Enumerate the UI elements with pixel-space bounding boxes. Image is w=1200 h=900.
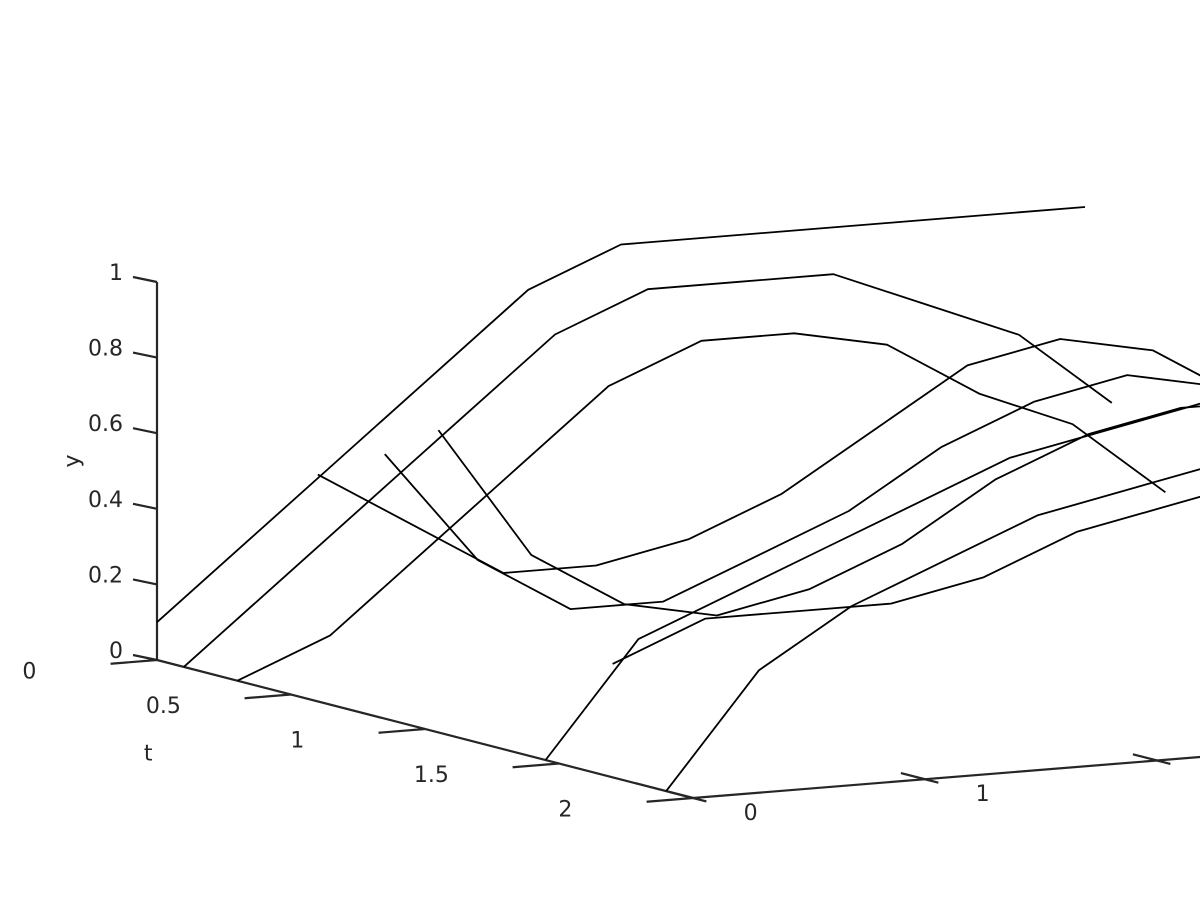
- t-tick-label: 0.5: [146, 694, 181, 719]
- t-tick-label: 1: [290, 728, 304, 753]
- y-tick-label: 0.6: [88, 412, 123, 437]
- series-line: [665, 468, 1200, 792]
- y-tick-label: 0.4: [88, 488, 123, 513]
- series-line: [544, 402, 1200, 761]
- t-tick: [512, 762, 560, 769]
- y-tick: [132, 578, 158, 586]
- x-tick: [1132, 753, 1158, 762]
- x-tick-label: 1: [976, 782, 990, 807]
- x-tick-outer: [692, 796, 707, 803]
- t-tick: [646, 796, 694, 803]
- x-tick-outer: [924, 778, 939, 784]
- y-tick: [132, 653, 158, 662]
- series-line: [384, 374, 1200, 610]
- x-tick: [900, 771, 926, 781]
- y-tick: [132, 275, 158, 284]
- series-line: [183, 273, 1113, 668]
- t-tick: [244, 693, 292, 700]
- t-tick-label: 1.5: [414, 763, 449, 788]
- t-axis-label: t: [144, 742, 153, 767]
- tick-labels: 00.511.520123400.20.40.60.81: [22, 261, 990, 826]
- series-line: [612, 495, 1200, 665]
- y-tick-label: 0.8: [88, 337, 123, 362]
- x-tick-label: 0: [744, 801, 758, 826]
- y-tick: [132, 427, 158, 435]
- y-axis-label: y: [60, 454, 85, 467]
- series-lines: [156, 206, 1200, 792]
- series-line: [437, 405, 1200, 617]
- x-tick: [668, 790, 694, 800]
- series-line: [317, 338, 1200, 574]
- t-tick: [378, 727, 426, 734]
- x-axis-line: [692, 755, 1200, 800]
- y-tick: [132, 351, 158, 359]
- t-tick-label: 2: [558, 797, 572, 822]
- y-tick-label: 0.2: [88, 563, 123, 588]
- y-tick: [132, 502, 158, 510]
- t-tick: [110, 658, 158, 665]
- y-tick-label: 0: [109, 639, 123, 664]
- plot-axes: [155, 282, 1200, 800]
- x-tick-outer: [1156, 759, 1171, 766]
- t-tick-label: 0: [22, 659, 36, 684]
- series-line: [156, 206, 1086, 623]
- y-tick-label: 1: [109, 261, 123, 286]
- series-line: [237, 332, 1166, 682]
- tick-marks: [110, 275, 1171, 803]
